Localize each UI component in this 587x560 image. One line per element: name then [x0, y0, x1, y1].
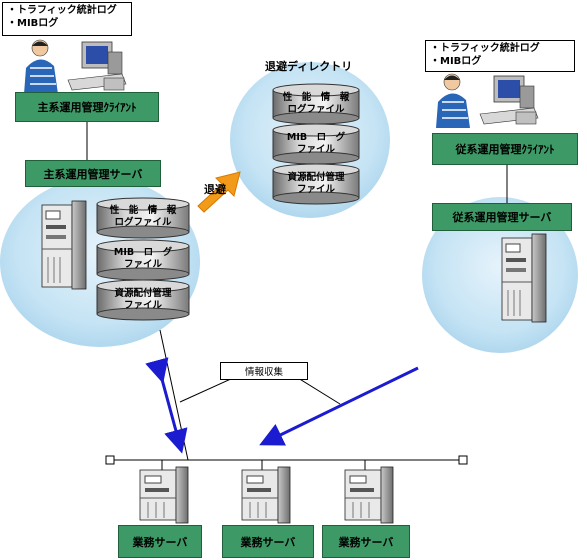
cylinder-mib-log	[272, 123, 360, 165]
evac-file-2-line2: ファイル	[296, 144, 335, 155]
evacuation-arrow-label: 退避	[204, 183, 226, 196]
main-file-3: 資源配付管理 ファイル	[97, 288, 189, 312]
evac-file-3-line1: 資源配付管理	[287, 172, 345, 183]
evac-file-1-line1: 性 能 情 報	[282, 92, 350, 103]
evac-file-3: 資源配付管理 ファイル	[273, 172, 359, 196]
cylinder-resource-dist	[272, 163, 360, 205]
main-file-3-line1: 資源配付管理	[114, 288, 172, 299]
evac-directory-label: 退避ディレクトリ	[265, 60, 353, 73]
sub-client-log-note: ・トラフィック統計ログ ・MIBログ	[425, 40, 575, 72]
main-client-label: 主系運用管理ｸﾗｲｱﾝﾄ	[15, 92, 159, 122]
sub-collect-arrow	[259, 366, 419, 446]
main-file-1-line1: 性 能 情 報	[109, 205, 177, 216]
sub-client-workstation	[436, 73, 539, 128]
business-server-tower-3	[344, 466, 394, 524]
main-file-2: MIB ロ グ ファイル	[97, 247, 189, 271]
evac-file-1-line2: ログファイル	[287, 104, 345, 115]
main-file-2-line1: MIB ロ グ	[113, 247, 173, 258]
sub-server-tower	[501, 233, 547, 323]
main-client-workstation	[24, 39, 127, 94]
main-server-tower	[41, 200, 87, 290]
info-collect-callout: 情報収集	[220, 362, 308, 380]
sub-log-traffic: ・トラフィック統計ログ	[430, 43, 540, 54]
evac-file-2: MIB ロ グ ファイル	[273, 132, 359, 156]
evac-file-1: 性 能 情 報 ログファイル	[273, 92, 359, 116]
main-server-file-stack	[96, 197, 190, 321]
main-collect-arrow	[145, 357, 188, 454]
business-server-label-2: 業務サーバ	[222, 525, 314, 558]
main-client-log-note: ・トラフィック統計ログ ・MIBログ	[2, 2, 132, 36]
cylinder-perf-log	[272, 83, 360, 125]
main-log-traffic: ・トラフィック統計ログ	[7, 5, 117, 16]
business-server-tower-2	[241, 466, 291, 524]
evac-file-3-line2: ファイル	[296, 184, 335, 195]
main-file-2-line2: ファイル	[123, 259, 162, 270]
business-server-label-3: 業務サーバ	[322, 525, 410, 558]
sub-client-label: 従系運用管理ｸﾗｲｱﾝﾄ	[432, 133, 578, 165]
evac-file-stack	[272, 83, 360, 205]
main-file-3-line2: ファイル	[123, 300, 162, 311]
cylinder-mib-log	[96, 239, 190, 281]
business-server-label-1: 業務サーバ	[118, 525, 202, 558]
main-server-label: 主系運用管理サーバ	[25, 160, 161, 187]
business-server-tower-1	[139, 466, 189, 524]
main-file-1-line2: ログファイル	[114, 217, 172, 228]
cylinder-perf-log	[96, 197, 190, 239]
evac-file-2-line1: MIB ロ グ	[286, 132, 346, 143]
main-file-1: 性 能 情 報 ログファイル	[97, 205, 189, 229]
sub-server-label: 従系運用管理サーバ	[432, 203, 572, 231]
cylinder-resource-dist	[96, 279, 190, 321]
main-log-mib: ・MIBログ	[7, 18, 59, 29]
evacuation-arrow	[197, 171, 241, 213]
sub-log-mib: ・MIBログ	[430, 56, 482, 67]
